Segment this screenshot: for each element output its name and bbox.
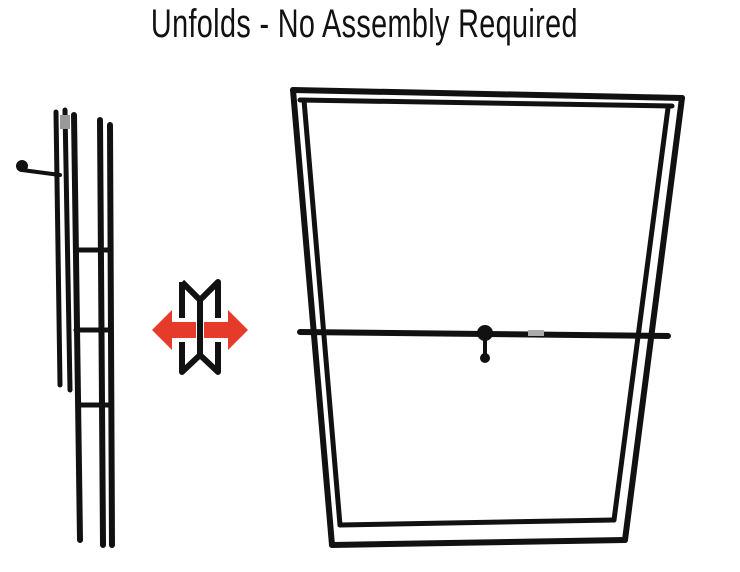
headline: Unfolds - No Assembly Required — [150, 2, 578, 46]
